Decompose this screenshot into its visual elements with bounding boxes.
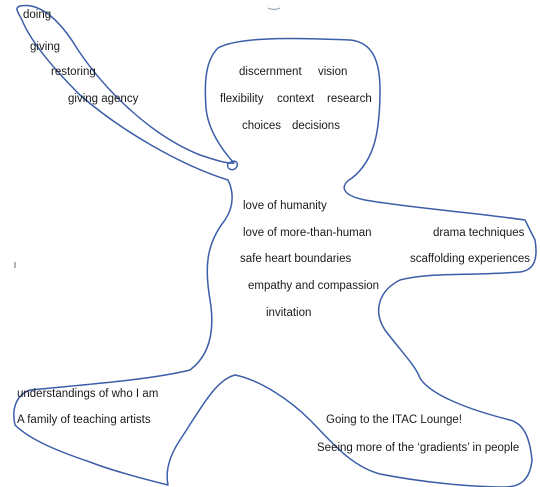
label-empathy-and-compassion: empathy and compassion <box>248 280 380 292</box>
label-vision: vision <box>318 66 348 78</box>
label-giving: giving <box>30 41 61 53</box>
label-love-of-more-than-human: love of more-than-human <box>243 227 372 239</box>
label-decisions: decisions <box>292 120 340 132</box>
label-research: research <box>327 93 372 105</box>
top-stray-mark <box>267 7 281 11</box>
figure-body-outline <box>13 4 537 487</box>
label-drama-techniques: drama techniques <box>433 227 525 239</box>
label-understandings-of-who-i-am: understandings of who I am <box>17 388 159 400</box>
label-flexibility: flexibility <box>220 93 264 105</box>
label-safe-heart-boundaries: safe heart boundaries <box>240 253 352 265</box>
label-family-of-teaching-artists: A family of teaching artists <box>17 414 151 426</box>
label-seeing-more-gradients: Seeing more of the ‘gradients’ in people <box>317 442 520 454</box>
label-restoring: restoring <box>51 66 96 78</box>
label-going-to-itac-lounge: Going to the ITAC Lounge! <box>326 414 462 426</box>
label-love-of-humanity: love of humanity <box>243 200 327 212</box>
label-context: context <box>277 93 315 105</box>
hand-loop <box>226 160 238 171</box>
label-doing: doing <box>23 9 52 21</box>
label-invitation: invitation <box>266 307 312 319</box>
label-giving-agency: giving agency <box>68 93 139 105</box>
label-choices: choices <box>242 120 281 132</box>
label-discernment: discernment <box>239 66 302 78</box>
label-scaffolding-experiences: scaffolding experiences <box>410 253 530 265</box>
